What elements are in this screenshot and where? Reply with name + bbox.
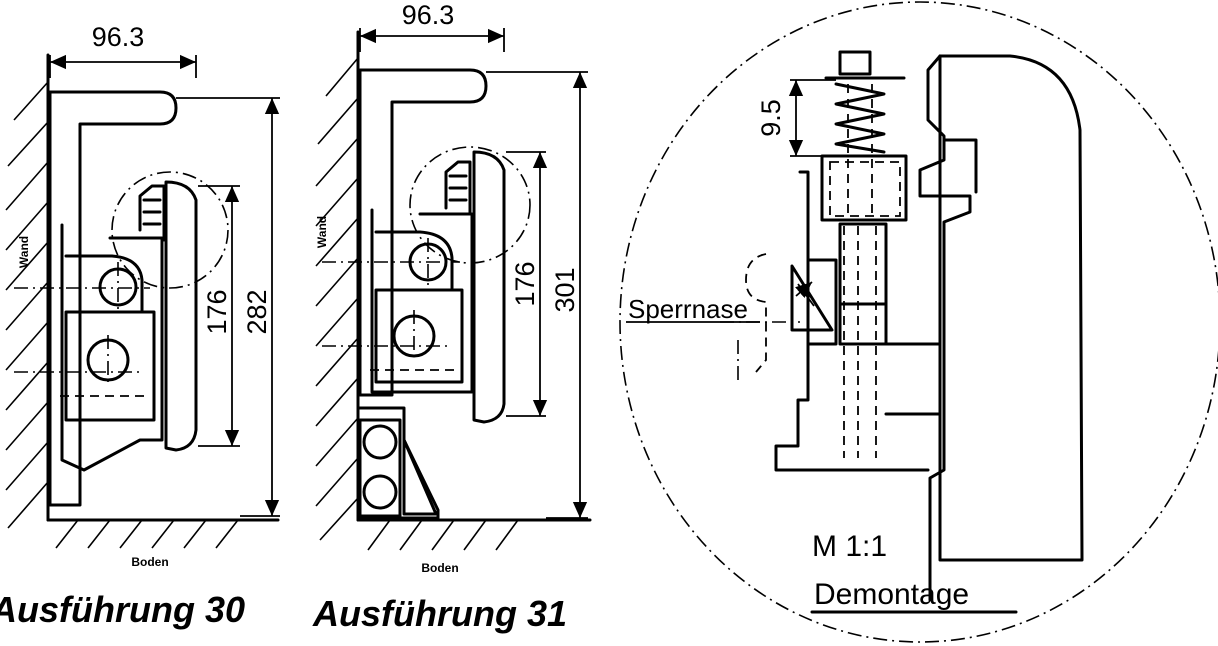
profile-section — [48, 90, 178, 507]
v2-total-height-dim: 301 — [550, 267, 580, 312]
duct-pipe-lower — [362, 474, 398, 510]
duct-pipe-upper — [362, 424, 398, 460]
v1-caption: Ausführung 30 — [0, 589, 245, 630]
inner-box — [64, 310, 156, 422]
floor-hatch — [55, 519, 239, 549]
view-ausfuehrung-31 — [315, 28, 592, 551]
v2-inner-height-dim: 176 — [510, 261, 540, 306]
v2-width-dim: 96.3 — [402, 0, 455, 30]
detail-view — [619, 1, 1218, 643]
v1-width-dim: 96.3 — [92, 22, 145, 52]
v1-total-height-dim: 282 — [242, 289, 272, 334]
wall-hatch — [5, 81, 49, 529]
profile-section — [358, 68, 488, 397]
v2-caption: Ausführung 31 — [312, 593, 567, 634]
v1-wall-label: Wand — [17, 236, 31, 268]
callout-sperrnase: Sperrnase — [628, 294, 748, 324]
floor-hatch — [367, 519, 519, 551]
wall-hatch — [315, 57, 359, 541]
view-ausfuehrung-30 — [5, 53, 280, 549]
v2-wall-label: Wand — [315, 216, 329, 248]
v1-floor-label: Boden — [131, 555, 168, 569]
v2-floor-label: Boden — [421, 561, 458, 575]
lower-duct — [358, 418, 402, 518]
detail-boundary — [619, 1, 1218, 643]
v1-inner-height-dim: 176 — [202, 289, 232, 334]
spring-icon — [834, 82, 886, 154]
detail-title: Demontage — [814, 578, 969, 611]
inner-box — [374, 288, 464, 384]
detail-scale: M 1:1 — [812, 530, 887, 563]
detail-dimension: 9.5 — [756, 99, 786, 137]
detail-marker-circle — [409, 146, 531, 264]
front-cover — [164, 180, 198, 452]
detail-marker-circle — [111, 171, 229, 289]
lock-nose — [790, 264, 834, 332]
front-cover — [472, 150, 506, 424]
detail-cover-section — [938, 54, 1084, 562]
